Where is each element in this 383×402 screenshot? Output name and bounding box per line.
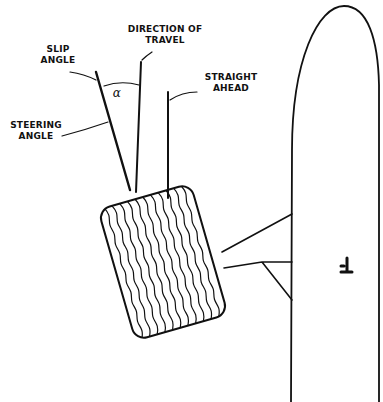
tread-groove xyxy=(118,201,160,336)
tread-groove xyxy=(180,183,222,318)
tread-groove xyxy=(126,199,168,334)
slip-arc xyxy=(104,83,139,86)
leader-line xyxy=(70,72,96,80)
travel-line xyxy=(136,62,141,192)
straight-line xyxy=(167,92,169,198)
tread-groove xyxy=(157,190,199,325)
tread-groove xyxy=(172,186,214,321)
tread-groove xyxy=(141,194,183,329)
tread-groove xyxy=(103,206,145,341)
steering-label: STEERING ANGLE xyxy=(8,120,64,142)
straight-label: STRAIGHT AHEAD xyxy=(199,72,263,94)
steering-line xyxy=(96,72,130,190)
tread-groove xyxy=(111,203,153,338)
angle-symbol: α xyxy=(110,88,124,99)
slip-angle-label: SLIP ANGLE xyxy=(36,44,80,66)
leader-line xyxy=(142,52,152,60)
leader-line xyxy=(170,92,197,100)
tire xyxy=(98,181,229,342)
tread-groove xyxy=(134,197,176,332)
suspension-arm xyxy=(222,214,292,300)
travel-label: DIRECTION OF TRAVEL xyxy=(122,24,208,46)
tread-groove xyxy=(164,188,206,323)
body-mark xyxy=(341,258,352,272)
leader-line xyxy=(62,122,108,136)
car-body xyxy=(291,6,379,402)
tread-groove xyxy=(149,192,191,327)
